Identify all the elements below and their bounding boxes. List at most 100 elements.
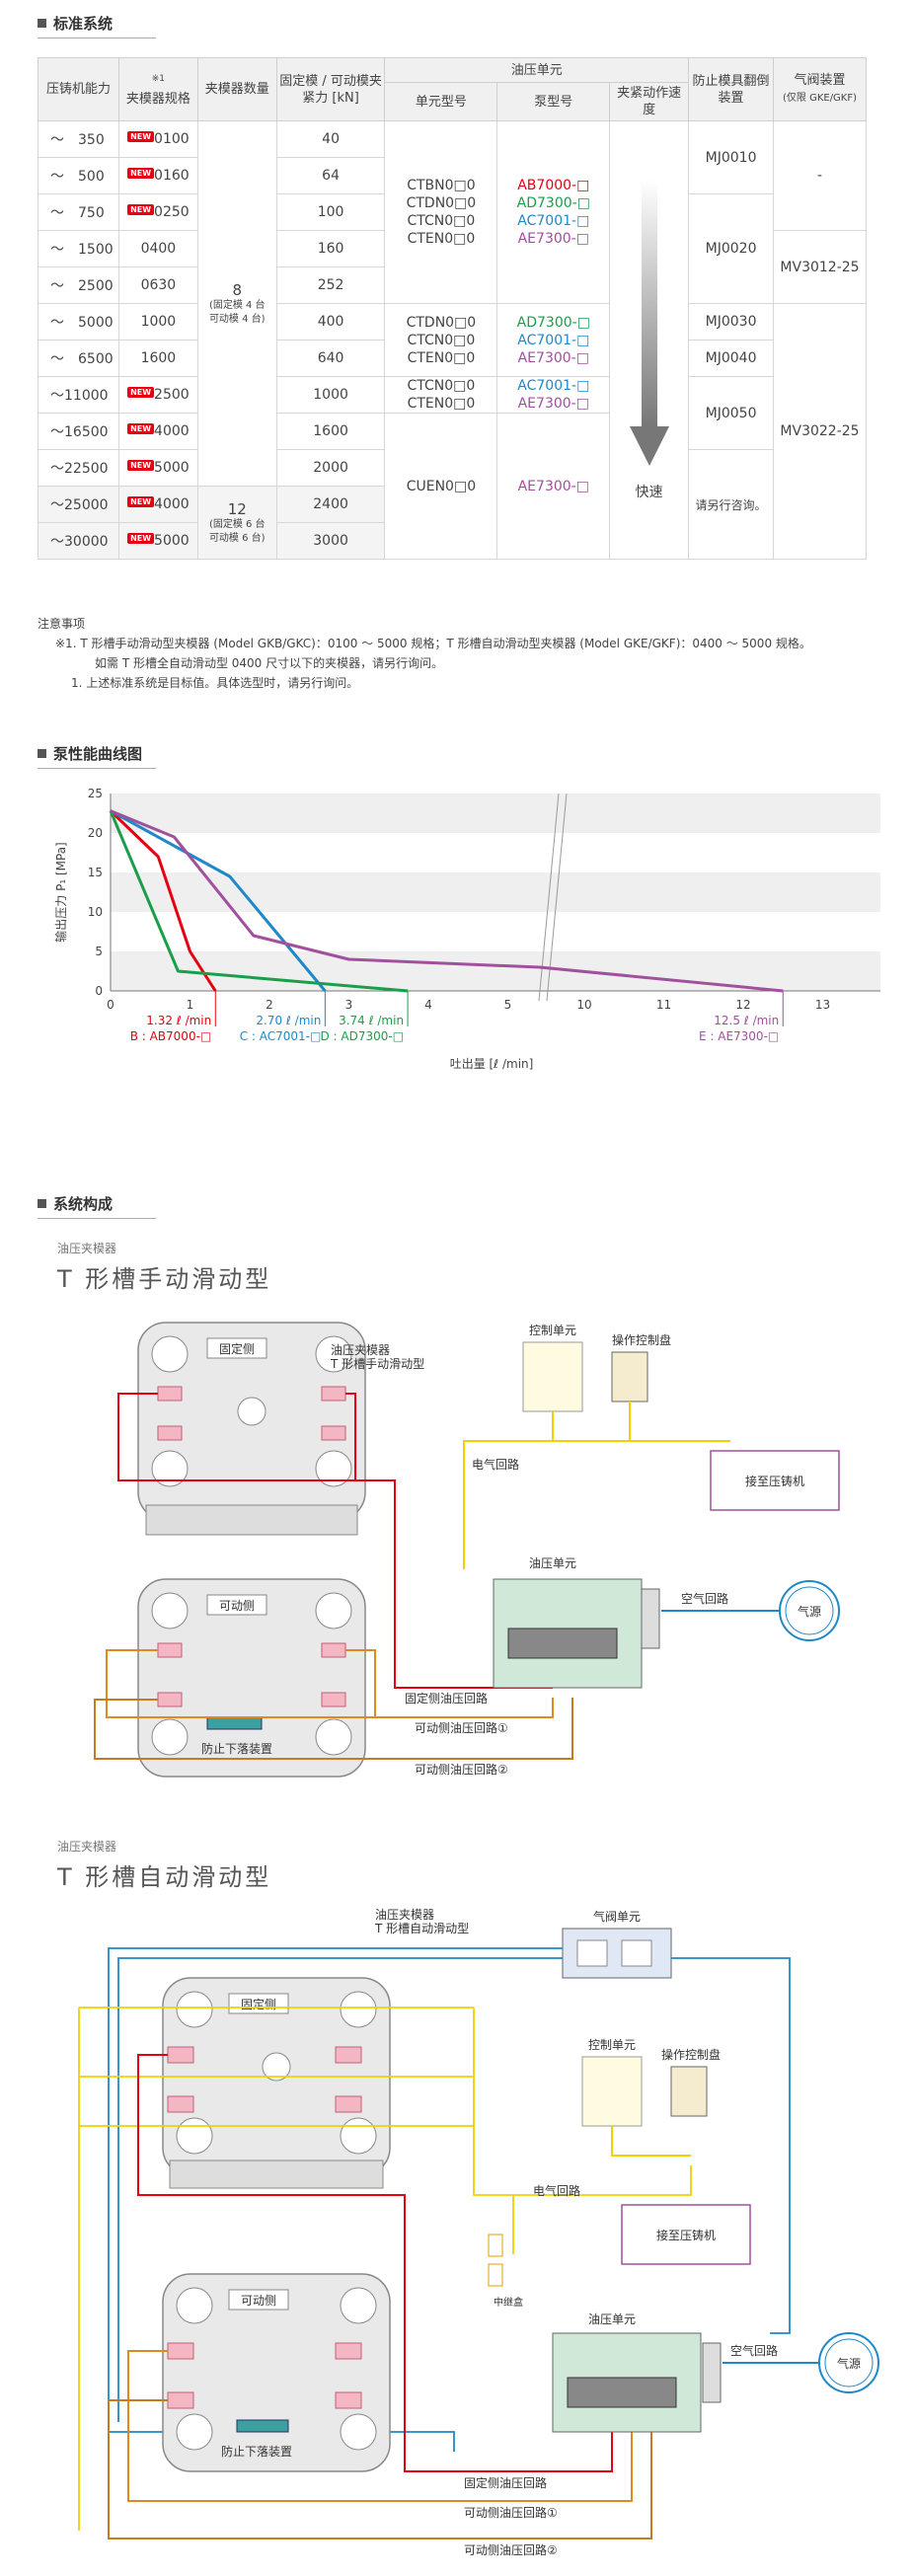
clamp-type-label: T 形槽自动滑动型 (374, 1922, 469, 1935)
cell-air-valve: - (773, 120, 867, 231)
y-tick-label: 10 (88, 905, 103, 919)
oil-unit-label: 油压单元 (588, 2312, 636, 2326)
cell-capacity: ～16500 (38, 413, 119, 450)
header-force: 固定模 / 可动模夹紧力 [kN] (275, 57, 386, 121)
electric-circuit-label: 电气回路 (472, 1457, 519, 1472)
y-tick-label: 20 (88, 826, 103, 840)
cell-spec: 1600 (117, 340, 198, 377)
x-tick-label: 3 (345, 998, 353, 1012)
cell-air-valve: MV3022-25 (773, 303, 867, 560)
cell-force: 100 (275, 193, 386, 231)
cell-capacity: ～25000 (38, 486, 119, 523)
grid-band (111, 872, 880, 912)
header-air-valve: 气阀装置(仅限 GKE/GKF) (773, 57, 867, 121)
header-speed: 夹紧动作速度 (609, 82, 690, 121)
x-tick-label: 10 (576, 998, 591, 1012)
cell-qty-12: 12(固定模 6 台可动模 6 台) (196, 486, 277, 560)
header-unit-model: 单元型号 (384, 82, 498, 121)
header-pump-model: 泵型号 (496, 82, 611, 121)
new-badge: NEW (127, 460, 155, 471)
operation-panel: 操作控制盘 (661, 2047, 721, 2117)
cell-pump-model: AB7000-□AD7300-□AC7001-□AE7300-□ (496, 120, 611, 304)
to-machine-label: 接至压铸机 (745, 1474, 804, 1488)
operation-panel: 操作控制盘 (611, 1332, 671, 1402)
new-badge: NEW (127, 533, 155, 544)
x-tick-label: 0 (107, 998, 114, 1012)
x-tick-label: 12 (735, 998, 750, 1012)
x-tick-label: 4 (424, 998, 432, 1012)
air-source (779, 1580, 840, 1641)
fixed-oil-circuit-label: 固定侧油压回路 (405, 1691, 488, 1705)
series-line-3 (110, 809, 784, 993)
cell-pump-model: AD7300-□AC7001-□AE7300-□ (496, 303, 611, 377)
speed-fast-label: 快速 (635, 484, 663, 500)
relay-box-label: 中继盒 (494, 2296, 523, 2309)
cell-force: 1600 (275, 413, 386, 450)
cell-capacity: ～22500 (38, 449, 119, 487)
cell-force: 40 (275, 120, 386, 158)
clamp-type-label: T 形槽手动滑动型 (330, 1357, 424, 1371)
y-tick-label: 25 (88, 787, 103, 800)
cell-speed: 快速 (609, 120, 690, 560)
header-qty: 夹模器数量 (196, 57, 277, 121)
cell-capacity: ～30000 (38, 522, 119, 560)
note-2: 1. 上述标准系统是目标值。具体选型时，请另行询问。 (71, 676, 359, 690)
control-unit: 控制单元 (522, 1324, 583, 1412)
cell-fall-prevention: MJ0010 (688, 120, 775, 194)
clamp-label: 油压夹模器 (375, 1908, 434, 1922)
movable-oil-circuit-1-label: 可动侧油压回路① (415, 1720, 508, 1735)
auto-caption: 油压夹模器 (57, 1840, 117, 1854)
cell-capacity: ～ 2500 (38, 266, 119, 304)
y-tick-label: 5 (95, 945, 103, 958)
cell-capacity: ～11000 (38, 376, 119, 414)
flow-value-label: 12.5 ℓ /min (714, 1014, 779, 1027)
cell-pump-model: AC7001-□AE7300-□ (496, 376, 611, 414)
cell-capacity: ～ 1500 (38, 230, 119, 267)
cell-qty-8: 8(固定模 4 台可动模 4 台) (196, 120, 277, 487)
axis-break (546, 793, 568, 1002)
air-valve-label: 气阀单元 (593, 1909, 641, 1924)
cell-force: 2400 (275, 486, 386, 523)
auto-title: T 形槽自动滑动型 (57, 1863, 272, 1891)
x-axis-label: 吐出量 [ℓ /min] (450, 1057, 534, 1071)
fixed-side-label: 固定侧 (241, 1997, 276, 2011)
fixed-platen: 固定侧 (137, 1322, 366, 1536)
cell-fall-prevention: MJ0020 (688, 193, 775, 304)
electric-circuit-label: 电气回路 (533, 2183, 580, 2198)
notes-block: 注意事项 ※1. T 形槽手动滑动型夹模器 (Model GKB/GKC)：01… (38, 614, 811, 693)
relay-box (488, 2263, 503, 2287)
oil-hydraulic-unit: 油压单元 (552, 2312, 722, 2433)
movable-oil-circuit-2-label: 可动侧油压回路② (415, 1762, 508, 1777)
to-die-casting-machine-box (621, 2204, 751, 2265)
x-tick-label: 2 (266, 998, 273, 1012)
auto-system-diagram: 气阀单元 油压夹模器 T 形槽自动滑动型 固定侧 控制单元 操作控制盘 电气回路… (78, 1908, 879, 2557)
operation-panel-label: 操作控制盘 (612, 1332, 671, 1347)
grid-band (111, 794, 880, 833)
cell-fall-prevention: MJ0050 (688, 376, 775, 450)
control-unit-label: 控制单元 (529, 1324, 576, 1337)
flow-series-label: B : AB7000-□ (130, 1029, 212, 1043)
air-source-label: 气源 (798, 1604, 821, 1619)
cell-air-valve: MV3012-25 (773, 230, 867, 304)
fall-prevention-label: 防止下落装置 (201, 1741, 272, 1756)
x-tick-label: 11 (656, 998, 671, 1012)
air-valve-unit: 气阀单元 (562, 1909, 672, 1979)
cell-force: 160 (275, 230, 386, 267)
flow-series-label: D : AD7300-□ (320, 1029, 404, 1043)
new-badge: NEW (127, 496, 155, 507)
control-unit-label: 控制单元 (588, 2038, 636, 2052)
